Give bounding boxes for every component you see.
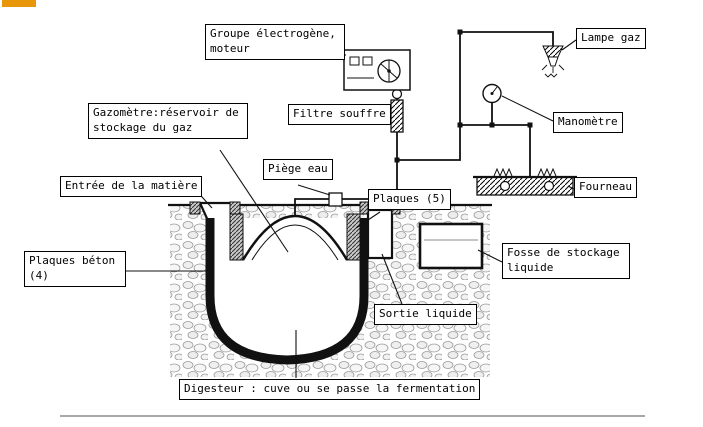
label-gasometer: Gazomètre:réservoir de stockage du gaz: [88, 103, 248, 139]
generator-icon: [343, 49, 411, 91]
cropped-text-artifact: [2, 0, 36, 7]
collar-plate-right: [346, 213, 361, 261]
leader-lines: [125, 39, 577, 378]
label-manometer: Manomètre: [553, 112, 623, 133]
manometer-icon: [482, 83, 502, 104]
label-stove: Fourneau: [574, 177, 637, 198]
label-generator: Groupe électrogène, moteur: [205, 24, 345, 60]
label-concrete-plates: Plaques béton (4): [24, 251, 126, 287]
storage-pit: [418, 222, 484, 270]
digester-structure: [168, 201, 492, 377]
pipe-junctions: [394, 29, 533, 163]
collar-plate-left: [229, 213, 244, 261]
label-sulfur-filter: Filtre souffre: [288, 104, 391, 125]
label-inlet: Entrée de la matière: [60, 176, 203, 197]
gas-pipes: [294, 31, 554, 216]
gas-lamp-icon: [541, 45, 565, 78]
label-storage-pit: Fosse de stockage liquide: [502, 243, 630, 279]
bottom-rule: [60, 415, 645, 417]
label-gas-lamp: Lampe gaz: [576, 28, 646, 49]
label-liquid-outlet: Sortie liquide: [374, 304, 477, 325]
label-plates-5: Plaques (5): [368, 189, 451, 210]
sulfur-filter-icon: [390, 88, 404, 133]
stove-icon: [473, 167, 577, 196]
label-digester: Digesteur : cuve ou se passe la fermenta…: [179, 379, 481, 400]
label-water-trap: Piège eau: [263, 159, 333, 180]
water-trap-icon: [328, 192, 343, 207]
